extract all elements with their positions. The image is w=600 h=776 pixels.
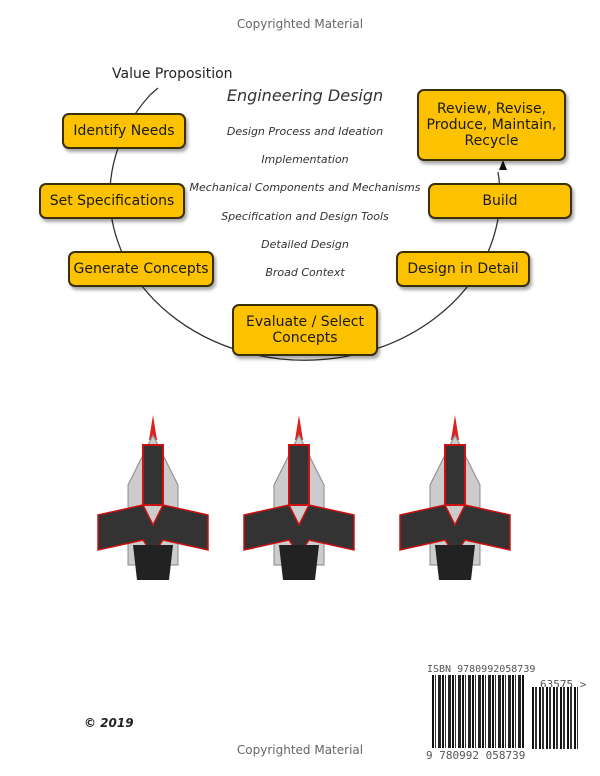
topic-item: Mechanical Components and Mechanisms xyxy=(189,181,421,194)
step-label: Concepts xyxy=(272,330,338,346)
topic-item: Detailed Design xyxy=(261,238,349,251)
rocket-image-1 xyxy=(97,414,209,581)
step-label: Design in Detail xyxy=(407,261,519,277)
arrow-head-icon xyxy=(499,160,507,170)
step-label: Recycle xyxy=(464,133,519,149)
step-generate-concepts: Generate Concepts xyxy=(68,251,214,287)
step-set-specifications: Set Specifications xyxy=(39,183,185,219)
rocket-image-2 xyxy=(243,414,355,581)
barcode-block: ISBN 9780992058739 9 780992 058739 63575… xyxy=(422,660,600,776)
topic-item: Design Process and Ideation xyxy=(226,125,384,138)
copyright-bottom: Copyrighted Material xyxy=(236,743,364,757)
isbn-barcode xyxy=(432,675,524,748)
step-label: Review, Revise, xyxy=(436,101,547,117)
step-label: Build xyxy=(482,193,518,209)
value-proposition-label: Value Proposition xyxy=(112,66,233,82)
isbn-label: ISBN 9780992058739 xyxy=(427,664,536,675)
topic-item: Specification and Design Tools xyxy=(221,210,389,223)
rocket-photos xyxy=(97,414,511,581)
copyright-top: Copyrighted Material xyxy=(236,17,364,31)
step-label: Generate Concepts xyxy=(73,261,209,277)
step-label: Evaluate / Select xyxy=(246,314,364,330)
step-label: Produce, Maintain, xyxy=(426,117,557,133)
step-design-in-detail: Design in Detail xyxy=(396,251,530,287)
topic-item: Broad Context xyxy=(265,266,345,279)
diagram-title: Engineering Design xyxy=(226,86,384,105)
price-barcode xyxy=(532,687,578,749)
step-build: Build xyxy=(428,183,572,219)
step-label: Set Specifications xyxy=(49,193,175,209)
step-identify-needs: Identify Needs xyxy=(62,113,186,149)
isbn-digits: 9 780992 058739 xyxy=(426,749,526,762)
step-review-revise: Review, Revise,Produce, Maintain,Recycle xyxy=(417,89,566,161)
rocket-image-3 xyxy=(399,414,511,581)
step-label: Identify Needs xyxy=(73,123,175,139)
copyright-year: © 2019 xyxy=(84,716,134,730)
topic-item: Implementation xyxy=(261,153,349,166)
